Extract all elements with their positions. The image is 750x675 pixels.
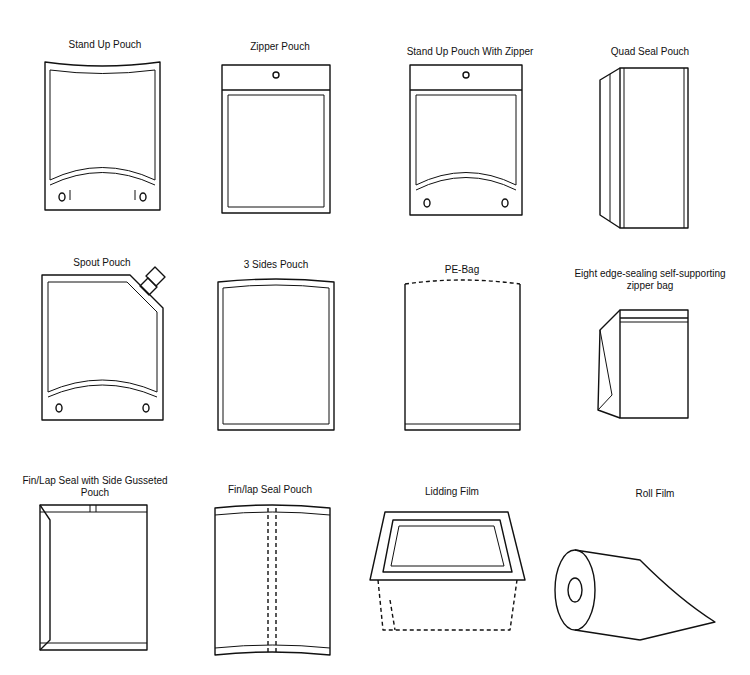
seal-ring <box>383 520 512 572</box>
pouch-outline <box>215 505 330 655</box>
roll-film <box>555 550 715 640</box>
hang-hole <box>273 72 279 78</box>
fin-seal-pouch <box>215 505 330 655</box>
gusset-line <box>416 178 516 191</box>
gusset-mark <box>424 199 430 207</box>
pouch-label: Eight edge-sealing self-supporting zippe… <box>570 268 730 292</box>
seal-line <box>215 512 330 515</box>
pouch-outline <box>222 65 330 213</box>
eight-edge-bag <box>598 310 688 418</box>
gusset-fold <box>598 330 612 410</box>
side-gusset-pouch <box>40 505 147 650</box>
seam-line <box>90 505 91 512</box>
tray-outline <box>378 580 517 630</box>
pouch-label: Quad Seal Pouch <box>580 46 720 58</box>
pouch-label: Lidding Film <box>382 486 522 498</box>
side-fold <box>610 74 611 221</box>
seal-line <box>684 68 685 228</box>
gusset-line <box>48 385 157 397</box>
bag-outline <box>405 284 520 430</box>
pouch-label: 3 Sides Pouch <box>206 259 346 271</box>
seal-line <box>215 645 330 648</box>
roll-end <box>555 550 595 630</box>
pouch-label: PE-Bag <box>392 264 532 276</box>
spout-pouch <box>42 267 165 420</box>
zipper-line <box>620 317 688 318</box>
side-panel <box>600 68 620 228</box>
fin-seam <box>267 508 268 652</box>
pouch-label: Fin/lap Seal Pouch <box>195 484 345 496</box>
roll-core <box>568 578 582 602</box>
stand-up-pouch <box>45 62 160 210</box>
pe-bag <box>405 280 520 430</box>
gusset-mark <box>143 404 149 412</box>
film-outline <box>370 512 525 580</box>
zipper-line <box>620 322 688 323</box>
pouch-label: Stand Up Pouch With Zipper <box>385 46 555 58</box>
front-panel <box>620 310 688 418</box>
gusset-mark <box>70 190 71 200</box>
pouch-inner <box>223 285 329 424</box>
gusset-side <box>40 505 50 650</box>
side-panel <box>598 310 620 418</box>
roll-edge <box>575 630 640 640</box>
pouch-outline <box>45 62 160 210</box>
pouch-inner <box>228 95 324 207</box>
gusset-mark <box>140 193 146 201</box>
fin-seam <box>275 508 276 652</box>
seal-line <box>624 68 625 228</box>
lidding-film <box>370 512 525 630</box>
film-sheet <box>575 550 715 640</box>
gusset-mark <box>56 404 62 412</box>
pouch-label: Roll Film <box>585 488 725 500</box>
pouch-label: Fin/Lap Seal with Side Gusseted Pouch <box>20 475 170 499</box>
tray-edge <box>390 600 395 630</box>
spout-cap <box>146 267 165 286</box>
front-panel <box>620 68 688 228</box>
gusset-mark <box>135 190 136 200</box>
gusset-mark <box>502 199 508 207</box>
seal-line <box>40 512 147 513</box>
hang-hole <box>463 72 469 78</box>
stand-up-zipper-pouch <box>410 65 522 215</box>
pouch-label: Zipper Pouch <box>210 41 350 53</box>
pouch-inner <box>50 70 155 180</box>
pouch-outline <box>218 279 334 430</box>
pouch-outline <box>40 505 147 650</box>
spout-neck <box>140 278 157 295</box>
pouch-inner <box>416 95 516 185</box>
pouch-inner <box>48 282 157 392</box>
seal-inner <box>391 526 504 566</box>
pouch-outline <box>42 275 163 420</box>
seam-line <box>96 505 97 512</box>
quad-seal-pouch <box>600 68 688 228</box>
zipper-line <box>222 89 330 90</box>
seal-line <box>405 424 520 425</box>
open-top <box>405 280 520 284</box>
zipper-line <box>410 89 522 90</box>
zipper-pouch <box>222 65 330 213</box>
pouch-label: Spout Pouch <box>32 257 172 269</box>
three-side-pouch <box>218 279 334 430</box>
pouch-outline <box>410 65 522 215</box>
pouch-label: Stand Up Pouch <box>35 39 175 51</box>
gusset-mark <box>59 193 65 201</box>
gusset-line <box>50 173 155 186</box>
seal-line <box>40 643 147 644</box>
